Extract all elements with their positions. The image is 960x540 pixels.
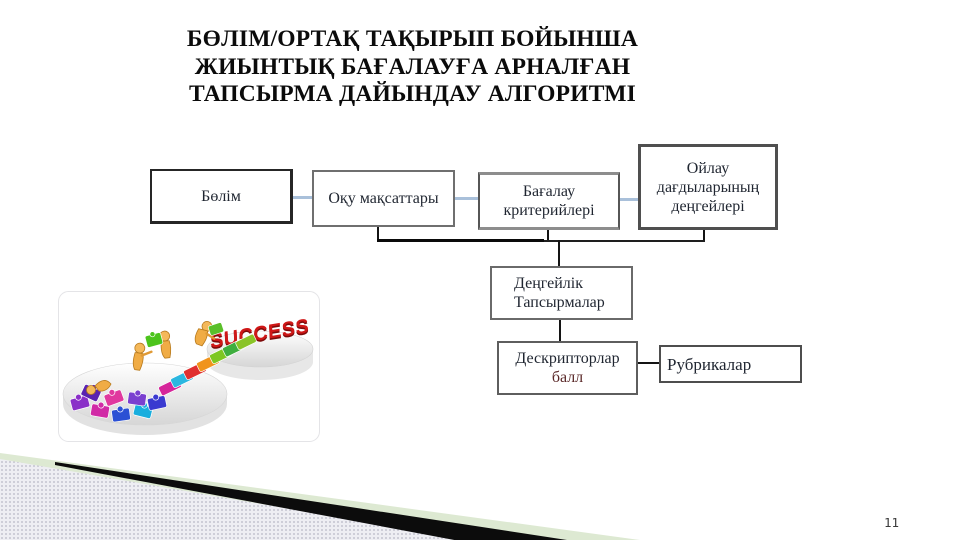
flow-node-deskriptorlar-ball: Дескрипторлар балл — [497, 341, 638, 395]
flow-node-bolim-label: Бөлім — [201, 187, 241, 205]
connector-merge-bar-right — [544, 240, 705, 242]
success-illustration: SUCCESS SUCCESS — [58, 291, 320, 442]
slide-title: БӨЛІМ/ОРТАҚ ТАҚЫРЫП БОЙЫНША ЖИЫНТЫҚ БАҒА… — [140, 26, 685, 109]
figure-bending — [86, 380, 112, 395]
flow-node-oku-maksattary: Оқу мақсаттары — [312, 170, 455, 227]
puzzle-ramp — [158, 333, 257, 396]
connector-oilau-down — [703, 229, 705, 242]
page-number: 11 — [884, 515, 900, 530]
flow-node-oilau-dengeyleri: Ойлау дағдыларының деңгейлері — [638, 144, 778, 230]
connector-oku-bagalau — [453, 197, 480, 200]
connector-merge-bar-left — [377, 239, 544, 242]
slide-title-line-2: ЖИЫНТЫҚ БАҒАЛАУҒА АРНАЛҒАН — [194, 53, 631, 80]
flow-node-dengeylik-tapsyrmalar: Деңгейлік Тапсырмалар — [490, 266, 633, 320]
puzzle-pieces-cluster — [69, 384, 168, 423]
flow-node-oku-label: Оқу мақсаттары — [328, 190, 439, 207]
connector-bagalau-down — [547, 229, 549, 242]
connector-bolim-oku — [292, 196, 314, 199]
connector-to-dengeylik — [558, 240, 560, 266]
flow-node-bagalau-kriteriyleri: Бағалау критерийлері — [478, 172, 620, 230]
flow-node-oilau-label: Ойлау дағдыларының деңгейлері — [656, 159, 760, 215]
success-podium — [206, 330, 314, 380]
illustration-frame — [58, 291, 320, 442]
flow-node-rubrikalar-label: Рубрикалар — [667, 354, 752, 374]
slide-title-line-3: ТАПСЫРМА ДАЙЫНДАУ АЛГОРИТМІ — [189, 81, 636, 107]
connector-dengeylik-deskriptor — [559, 320, 561, 341]
figure-passing — [132, 342, 153, 371]
slide-title-line-1: БӨЛІМ/ОРТАҚ ТАҚЫРЫП БОЙЫНША — [186, 26, 639, 52]
flow-node-dengeylik-label: Деңгейлік Тапсырмалар — [514, 275, 605, 311]
flow-node-rubrikalar: Рубрикалар — [659, 345, 802, 383]
puzzle-piece-top — [207, 322, 225, 336]
puzzle-piece-held — [144, 331, 164, 348]
climbing-figures — [86, 321, 225, 395]
flow-node-bolim: Бөлім — [150, 169, 293, 224]
flow-node-bagalau-label: Бағалау критерийлері — [503, 183, 595, 219]
connector-oku-down — [377, 226, 379, 242]
flow-node-deskriptor-label: Дескрипторлар — [515, 350, 620, 367]
connector-deskriptor-rubrikalar — [637, 362, 659, 364]
connector-bagalau-oilau — [618, 198, 640, 201]
flow-node-deskriptor-sublabel: балл — [551, 369, 584, 386]
